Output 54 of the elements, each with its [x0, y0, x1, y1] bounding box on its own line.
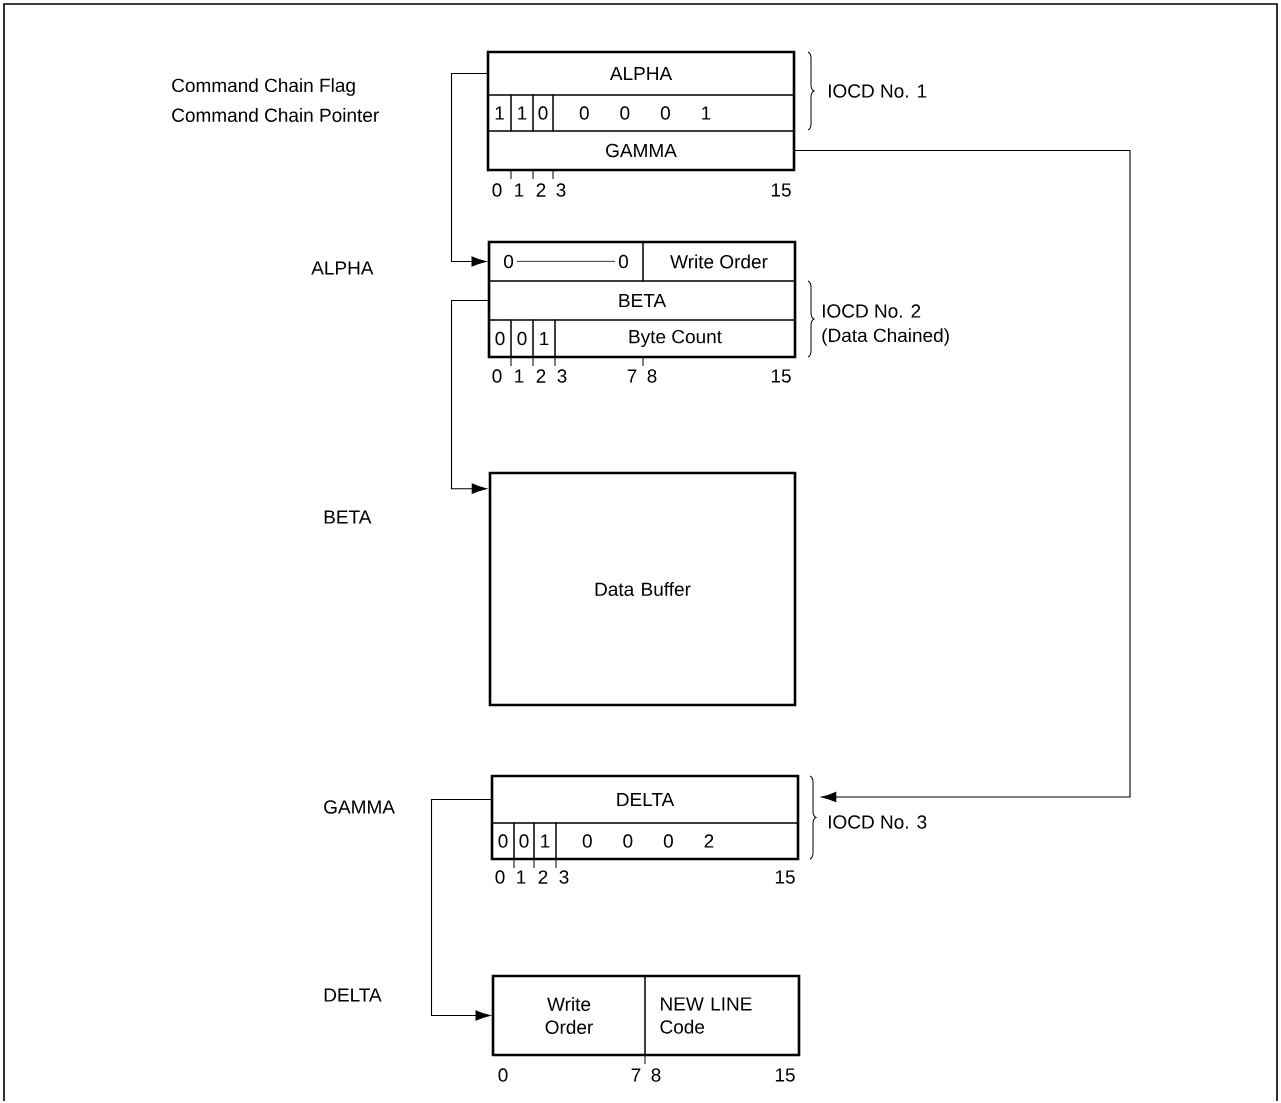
address-label: GAMMA	[324, 800, 395, 814]
field-cell: NEW LINE Code	[644, 975, 800, 1056]
bit-number: 3	[559, 870, 569, 884]
bit-number: 2	[536, 183, 546, 197]
field-cell: 0	[532, 94, 554, 132]
field-cell: Byte Count	[554, 319, 796, 358]
field-cell: 1	[532, 319, 556, 358]
bit-number: 15	[775, 870, 795, 884]
address-label: BETA	[324, 510, 372, 524]
field-cell: Write Order	[492, 975, 646, 1056]
field-cell: Write Order	[642, 241, 796, 282]
block-label: IOCD No. 2	[822, 304, 921, 318]
block-label: IOCD No. 1	[828, 84, 927, 98]
field-cell: ALPHA	[487, 51, 795, 96]
bit-number: 3	[556, 183, 566, 197]
bit-number: 1	[517, 870, 526, 884]
arrow	[450, 72, 489, 267]
bit-number: 0	[495, 870, 505, 884]
bit-number: 0	[492, 183, 502, 197]
block-label: IOCD No. 3	[828, 815, 927, 829]
field-cell: 0 0	[488, 241, 644, 282]
bit-number: 15	[771, 183, 791, 197]
address-label: ALPHA	[311, 261, 374, 275]
side-label: Command Chain Flag	[172, 78, 355, 96]
bit-number: 1	[515, 369, 524, 383]
address-label: DELTA	[324, 988, 382, 1002]
field-cell: GAMMA	[487, 130, 795, 171]
field-cell: 0	[513, 822, 535, 860]
arrow	[450, 299, 490, 494]
bit-number: 0	[492, 369, 502, 383]
arrow	[430, 798, 493, 1021]
field-cell: 0 0 0 1	[552, 94, 795, 132]
bit-number: 3	[557, 369, 567, 383]
bit-number: 7	[631, 1068, 641, 1082]
bit-number: 8	[651, 1068, 661, 1082]
bit-number: 2	[536, 369, 546, 383]
field-cell: 0	[488, 319, 512, 358]
bit-number: 15	[771, 369, 791, 383]
bit-number: 7	[627, 369, 637, 383]
field-cell: 0	[510, 319, 534, 358]
arrow	[793, 149, 1131, 803]
block-label: (Data Chained)	[822, 328, 949, 346]
field-cell: 1	[487, 94, 512, 132]
field-cell: 1	[510, 94, 534, 132]
field-cell: 1	[533, 822, 557, 860]
field-cell: 0	[491, 822, 515, 860]
bit-number: 1	[515, 183, 524, 197]
buffer-box: Data Buffer	[488, 471, 797, 707]
bit-number: 8	[647, 369, 657, 383]
field-cell: BETA	[488, 280, 796, 321]
field-cell: 0 0 0 2	[555, 822, 799, 860]
bit-number: 2	[538, 870, 548, 884]
field-cell: DELTA	[491, 775, 799, 824]
side-label: Command Chain Pointer	[172, 108, 379, 122]
